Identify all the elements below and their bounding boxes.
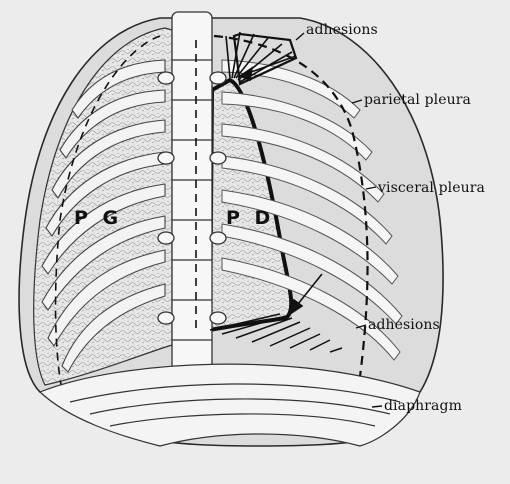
region-right-pleura: P D — [226, 207, 274, 229]
diaphragm-shape — [40, 364, 420, 446]
label-adhesions-bottom: adhesions — [368, 317, 440, 333]
region-left-pleura: P G — [74, 207, 122, 229]
label-visceral-pleura: visceral pleura — [378, 180, 485, 196]
label-adhesions-top: adhesions — [306, 22, 378, 38]
label-diaphragm: diaphragm — [384, 398, 462, 414]
label-parietal-pleura: parietal pleura — [364, 92, 471, 108]
